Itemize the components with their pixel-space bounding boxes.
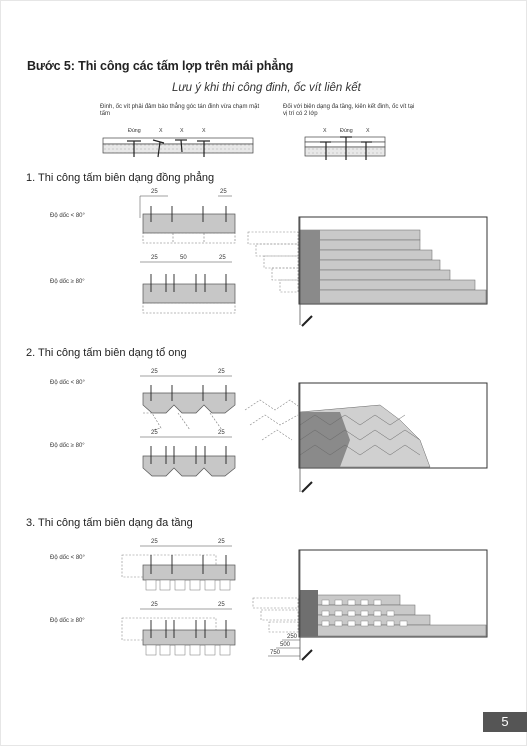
overlap-dim-750: 750	[270, 650, 281, 656]
svg-text:25: 25	[218, 539, 225, 545]
overlap-dim-500: 500	[280, 642, 291, 648]
section-2-roof-overview	[244, 382, 488, 493]
svg-text:50: 50	[180, 255, 187, 261]
nail-label: Đúng	[340, 128, 353, 134]
section-2-slope-lt: Độ dốc < 80°	[50, 380, 85, 386]
section-1-diagram-lt: 25 25	[139, 189, 236, 244]
svg-text:25: 25	[151, 369, 158, 375]
svg-text:25: 25	[218, 430, 225, 436]
nail-label: X	[180, 128, 184, 134]
nail-detail-left: Đúng X X X	[102, 128, 254, 158]
section-2-diagram-ge: 25 25	[140, 430, 236, 477]
step-title: Bước 5: Thi công các tấm lợp trên mái ph…	[27, 59, 294, 73]
svg-text:25: 25	[151, 255, 158, 261]
section-1-slope-lt: Độ dốc < 80°	[50, 213, 85, 219]
section-2-slope-ge: Độ dốc ≥ 80°	[50, 443, 85, 449]
nail-label: X	[323, 128, 327, 134]
svg-text:25: 25	[151, 602, 158, 608]
svg-text:25: 25	[220, 189, 227, 195]
overlap-dim-250: 250	[287, 634, 298, 640]
nail-label: Đúng	[128, 128, 141, 134]
svg-text:25: 25	[151, 189, 158, 195]
section-3-title: 3. Thi công tấm biên dạng đa tầng	[26, 517, 193, 529]
page-number: 5	[483, 712, 527, 732]
section-3-roof-overview: 250 500 750	[252, 549, 488, 661]
nail-label: X	[366, 128, 370, 134]
section-1-slope-ge: Độ dốc ≥ 80°	[50, 279, 85, 285]
section-1-roof-overview	[247, 216, 488, 327]
note-right-text: Đối với biên dạng đa tầng, kiên kết đinh…	[283, 104, 415, 117]
section-2-title: 2. Thi công tấm biên dạng tổ ong	[26, 347, 187, 359]
svg-text:25: 25	[218, 369, 225, 375]
note-left-text: Đinh, ốc vít phải đảm bảo thẳng góc tán …	[100, 104, 260, 117]
section-1-title: 1. Thi công tấm biên dạng đồng phẳng	[26, 172, 215, 184]
section-3-slope-lt: Độ dốc < 80°	[50, 555, 85, 561]
section-3-slope-ge: Độ dốc ≥ 80°	[50, 618, 85, 624]
section-2-diagram-lt: 25 25	[140, 369, 236, 431]
section-1-diagram-ge: 25 50 25	[140, 255, 236, 314]
svg-text:25: 25	[151, 539, 158, 545]
note-title: Lưu ý khi thi công đinh, ốc vít liên kết	[172, 82, 361, 94]
nail-label: X	[159, 128, 163, 134]
section-3-diagram-lt: 25 25	[121, 539, 236, 591]
svg-text:25: 25	[218, 602, 225, 608]
svg-text:25: 25	[219, 255, 226, 261]
section-3-diagram-ge: 25 25	[121, 602, 236, 656]
svg-text:25: 25	[151, 430, 158, 436]
nail-label: X	[202, 128, 206, 134]
nail-detail-right: X Đúng X	[304, 128, 386, 160]
